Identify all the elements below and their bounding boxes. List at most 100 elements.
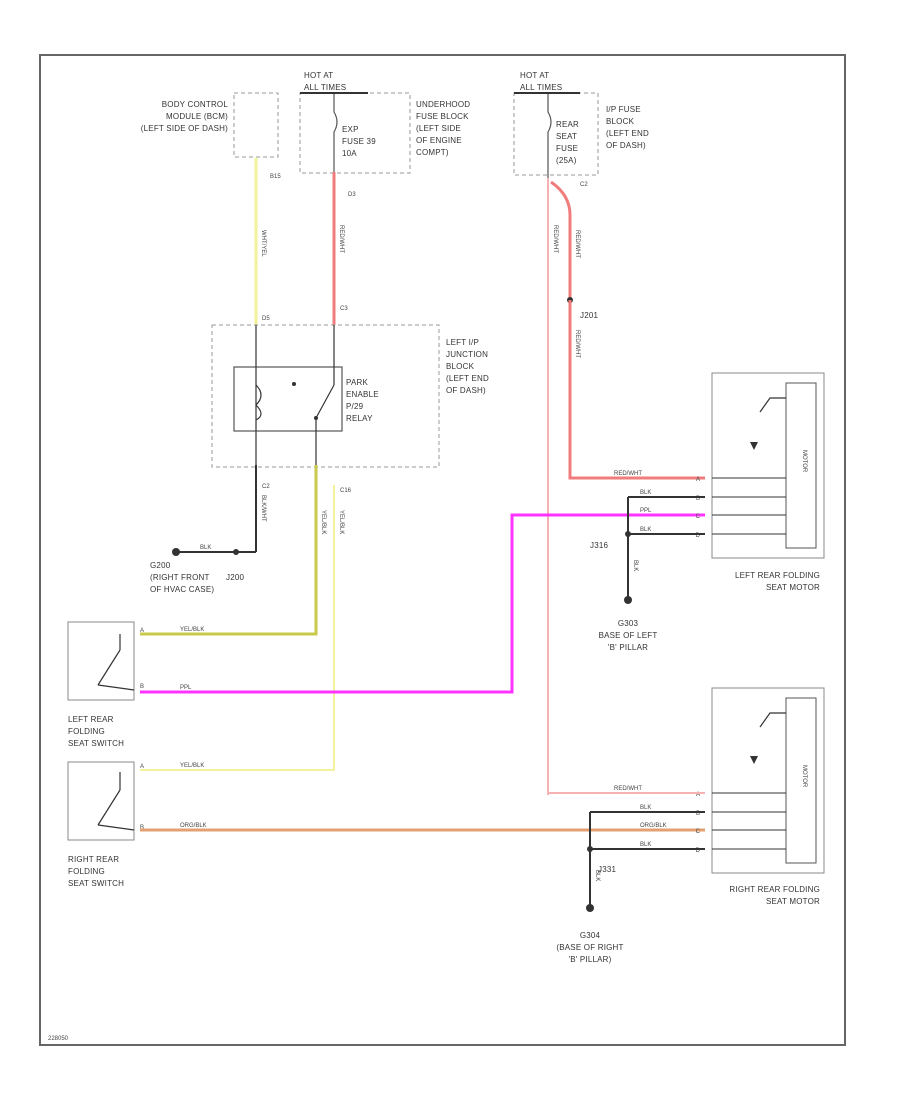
ground-g303 (624, 596, 632, 604)
underhood-label-3: (LEFT SIDE (416, 124, 461, 133)
underhood-fuse-box (299, 92, 411, 174)
relay-label-4: RELAY (346, 414, 373, 423)
ls-pin-1: A (140, 628, 144, 634)
bcm-box (233, 92, 279, 158)
right-rear-folding-seat-switch (67, 761, 135, 841)
relay-box (233, 366, 343, 432)
right-motor-label-1: RIGHT REAR FOLDING (729, 885, 820, 894)
left-ip-junction-block (211, 324, 440, 468)
left-rear-folding-seat-motor (711, 372, 825, 559)
rear-seat-fuse-label-1: REAR (556, 120, 579, 129)
ls-contact-arm (97, 649, 121, 686)
wire-j201-out (568, 300, 705, 480)
splice-j200 (233, 549, 239, 555)
relay-pin-out-r: C16 (340, 488, 352, 494)
wire-label-lm-1: RED/WHT (614, 471, 642, 477)
ground-g304 (586, 904, 594, 912)
wire-label-ls-bot: PPL (180, 685, 192, 691)
ip-fuse-label-4: OF DASH) (606, 141, 646, 150)
left-ip-jb-label-1: LEFT I/P (446, 338, 479, 347)
hot-at-all-times-1a: HOT AT (304, 71, 333, 80)
right-switch-label-1: RIGHT REAR (68, 855, 119, 864)
wire-label-rear-fuse-a: RED/WHT (552, 225, 558, 253)
rm-pin-4: D (696, 848, 701, 854)
wire-label-rm-g: BLK (594, 870, 600, 881)
wire-ls-bot (140, 513, 705, 694)
rear-fuse-pin: C2 (580, 182, 588, 188)
j200-label: J200 (226, 573, 244, 582)
left-ip-jb-label-4: (LEFT END (446, 374, 489, 383)
ip-fuse-label-3: (LEFT END (606, 129, 649, 138)
underhood-label-4: OF ENGINE (416, 136, 462, 145)
rear-seat-fuse-label-3: FUSE (556, 144, 578, 153)
g200-label-3: OF HVAC CASE) (150, 585, 214, 594)
g303-label-3: 'B' PILLAR (608, 643, 648, 652)
wire-relay-yel1 (140, 465, 318, 636)
left-motor-switch (759, 397, 786, 413)
relay-pin-in-l: D5 (262, 316, 270, 322)
g200-label-2: (RIGHT FRONT (150, 573, 210, 582)
splice-j331 (587, 846, 593, 852)
fuse-exp-label-3: 10A (342, 149, 357, 158)
left-motor-text: MOTOR (801, 450, 807, 473)
splice-j316 (625, 531, 631, 537)
left-switch-label-1: LEFT REAR (68, 715, 114, 724)
rear-seat-fuse-symbol (547, 94, 552, 178)
left-motor-label-1: LEFT REAR FOLDING (735, 571, 820, 580)
wire-rear-fuse-out-b (550, 180, 572, 300)
wire-label-rm-2: BLK (640, 805, 651, 811)
right-motor-symbol (750, 756, 758, 764)
wire-label-relay-yel1: YEL/BLK (320, 510, 326, 534)
relay-pin-in-r: C3 (340, 306, 348, 312)
fuse-exp-label-2: FUSE 39 (342, 137, 376, 146)
wire-rm-1 (547, 792, 705, 795)
right-motor-inner (785, 697, 817, 864)
rs-pin-2: B (140, 825, 144, 831)
ground-g200 (172, 548, 180, 556)
wire-label-rm-4: BLK (640, 842, 651, 848)
bcm-label-3: (LEFT SIDE OF DASH) (141, 124, 228, 133)
bcm-label-2: MODULE (BCM) (166, 112, 228, 121)
rs-contact-lead-bot (97, 824, 135, 831)
wire-label-relay-left: BLK/WHT (260, 495, 266, 522)
relay-pin-out-l: C2 (262, 484, 270, 490)
bcm-label-1: BODY CONTROL (162, 100, 229, 109)
j316-label: J316 (590, 541, 608, 550)
g303-label-2: BASE OF LEFT (599, 631, 658, 640)
g304-label-3: 'B' PILLAR) (568, 955, 611, 964)
lm-pin-3: C (696, 514, 701, 520)
relay-dot (292, 382, 296, 386)
fuse-pin: D3 (348, 192, 356, 198)
wire-label-lm-3: PPL (640, 508, 652, 514)
wire-label-g200: BLK (200, 545, 211, 551)
wire-label-rs-top: YEL/BLK (180, 763, 204, 769)
relay-contact-arm (315, 384, 335, 419)
left-ip-jb-label-3: BLOCK (446, 362, 475, 371)
underhood-label-5: COMPT) (416, 148, 449, 157)
underhood-label-2: FUSE BLOCK (416, 112, 469, 121)
wire-label-bcm-out: WHT/YEL (260, 230, 266, 257)
g304-label-2: (BASE OF RIGHT (556, 943, 623, 952)
g304-label-1: G304 (580, 931, 601, 940)
right-motor-label-2: SEAT MOTOR (766, 897, 820, 906)
wire-label-lm-g: BLK (632, 560, 638, 571)
hot-at-all-times-2b: ALL TIMES (520, 83, 562, 92)
g303-label-1: G303 (618, 619, 639, 628)
wire-label-fuse-out: RED/WHT (338, 225, 344, 253)
left-rear-folding-seat-switch (67, 621, 135, 701)
wire-label-relay-yel2: YEL/BLK (338, 510, 344, 534)
diagram-frame (39, 54, 846, 1046)
ls-pin-2: B (140, 684, 144, 690)
g200-label-1: G200 (150, 561, 171, 570)
diagram-code: 228050 (48, 1036, 69, 1042)
wire-label-lm-4: BLK (640, 527, 651, 533)
relay-label-3: P/29 (346, 402, 364, 411)
wire-label-rm-3: ORG/BLK (640, 823, 667, 829)
left-motor-inner (785, 382, 817, 549)
left-motor-label-2: SEAT MOTOR (766, 583, 820, 592)
hot-at-all-times-2a: HOT AT (520, 71, 549, 80)
wire-label-rs-bot: ORG/BLK (180, 823, 207, 829)
wire-label-rm-1: RED/WHT (614, 786, 642, 792)
left-motor-symbol (750, 442, 758, 450)
